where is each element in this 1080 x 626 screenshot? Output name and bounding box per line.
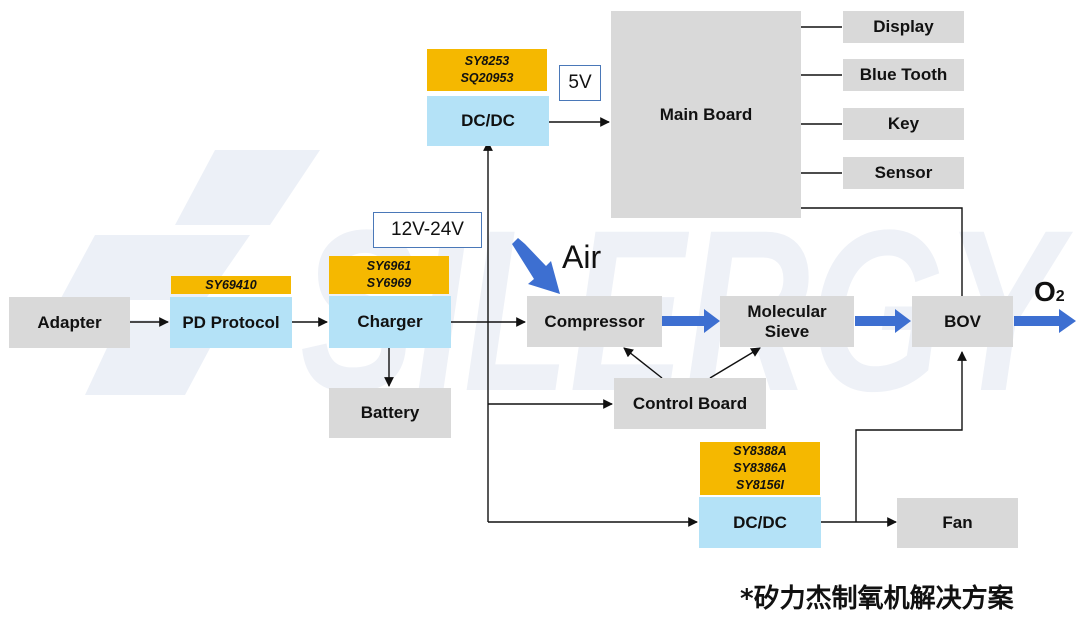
wire-control-sieve — [709, 347, 761, 379]
air-label: Air — [562, 239, 602, 275]
air-inlet-arrow — [512, 238, 560, 294]
chip-part-number: SY8156I — [736, 477, 784, 492]
flow-arrow-compressor-sieve — [662, 309, 720, 333]
wire-control-compressor — [623, 347, 663, 379]
footer-caption: *矽力杰制氧机解决方案 — [740, 584, 1014, 614]
sieve-label-line: Sieve — [764, 321, 810, 341]
block-fan: Fan — [897, 498, 1018, 548]
chip-part-number: SY8388A — [733, 444, 787, 459]
block-dcdc-top: DC/DC — [427, 96, 549, 146]
chip-part-number: SY69410 — [205, 277, 257, 292]
chip-label-pd: SY69410 — [171, 276, 291, 294]
o2-label-subscript: 2 — [1055, 288, 1065, 305]
flow-arrow-sieve-bov — [855, 309, 911, 333]
block-molecular-sieve: Molecular Sieve — [720, 296, 854, 347]
voltage-5v: 5V — [559, 65, 601, 101]
block-display: Display — [843, 11, 964, 43]
sieve-label-line: Molecular — [747, 301, 827, 321]
flow-arrow-bov-o2 — [1014, 309, 1076, 333]
chip-label-charger: SY6961 SY6969 — [329, 256, 449, 294]
chip-part-number: SY6969 — [366, 276, 412, 290]
block-pd-protocol: PD Protocol — [170, 297, 292, 348]
block-compressor: Compressor — [527, 296, 662, 347]
chip-label-dcdc-top: SY8253 SQ20953 — [427, 49, 547, 91]
block-sensor: Sensor — [843, 157, 964, 189]
chip-part-number: SQ20953 — [460, 71, 514, 85]
wire-main-bov — [801, 207, 963, 296]
wire-dcdc-bov — [855, 351, 967, 522]
block-bluetooth: Blue Tooth — [843, 59, 964, 91]
voltage-12v-24v: 12V-24V — [373, 212, 482, 248]
block-key: Key — [843, 108, 964, 140]
chip-label-dcdc-bottom: SY8388A SY8386A SY8156I — [700, 442, 820, 495]
block-charger: Charger — [329, 296, 451, 348]
block-adapter: Adapter — [9, 297, 130, 348]
chip-part-number: SY8253 — [464, 54, 510, 69]
block-main-board: Main Board — [611, 11, 801, 218]
block-dcdc-bottom: DC/DC — [699, 497, 821, 548]
block-control-board: Control Board — [614, 378, 766, 429]
block-bov: BOV — [912, 296, 1013, 347]
o2-label-main: O — [1034, 276, 1056, 307]
chip-part-number: SY6961 — [366, 259, 412, 274]
chip-part-number: SY8386A — [733, 461, 787, 476]
block-battery: Battery — [329, 388, 451, 438]
o2-label: O2 — [1034, 276, 1065, 308]
